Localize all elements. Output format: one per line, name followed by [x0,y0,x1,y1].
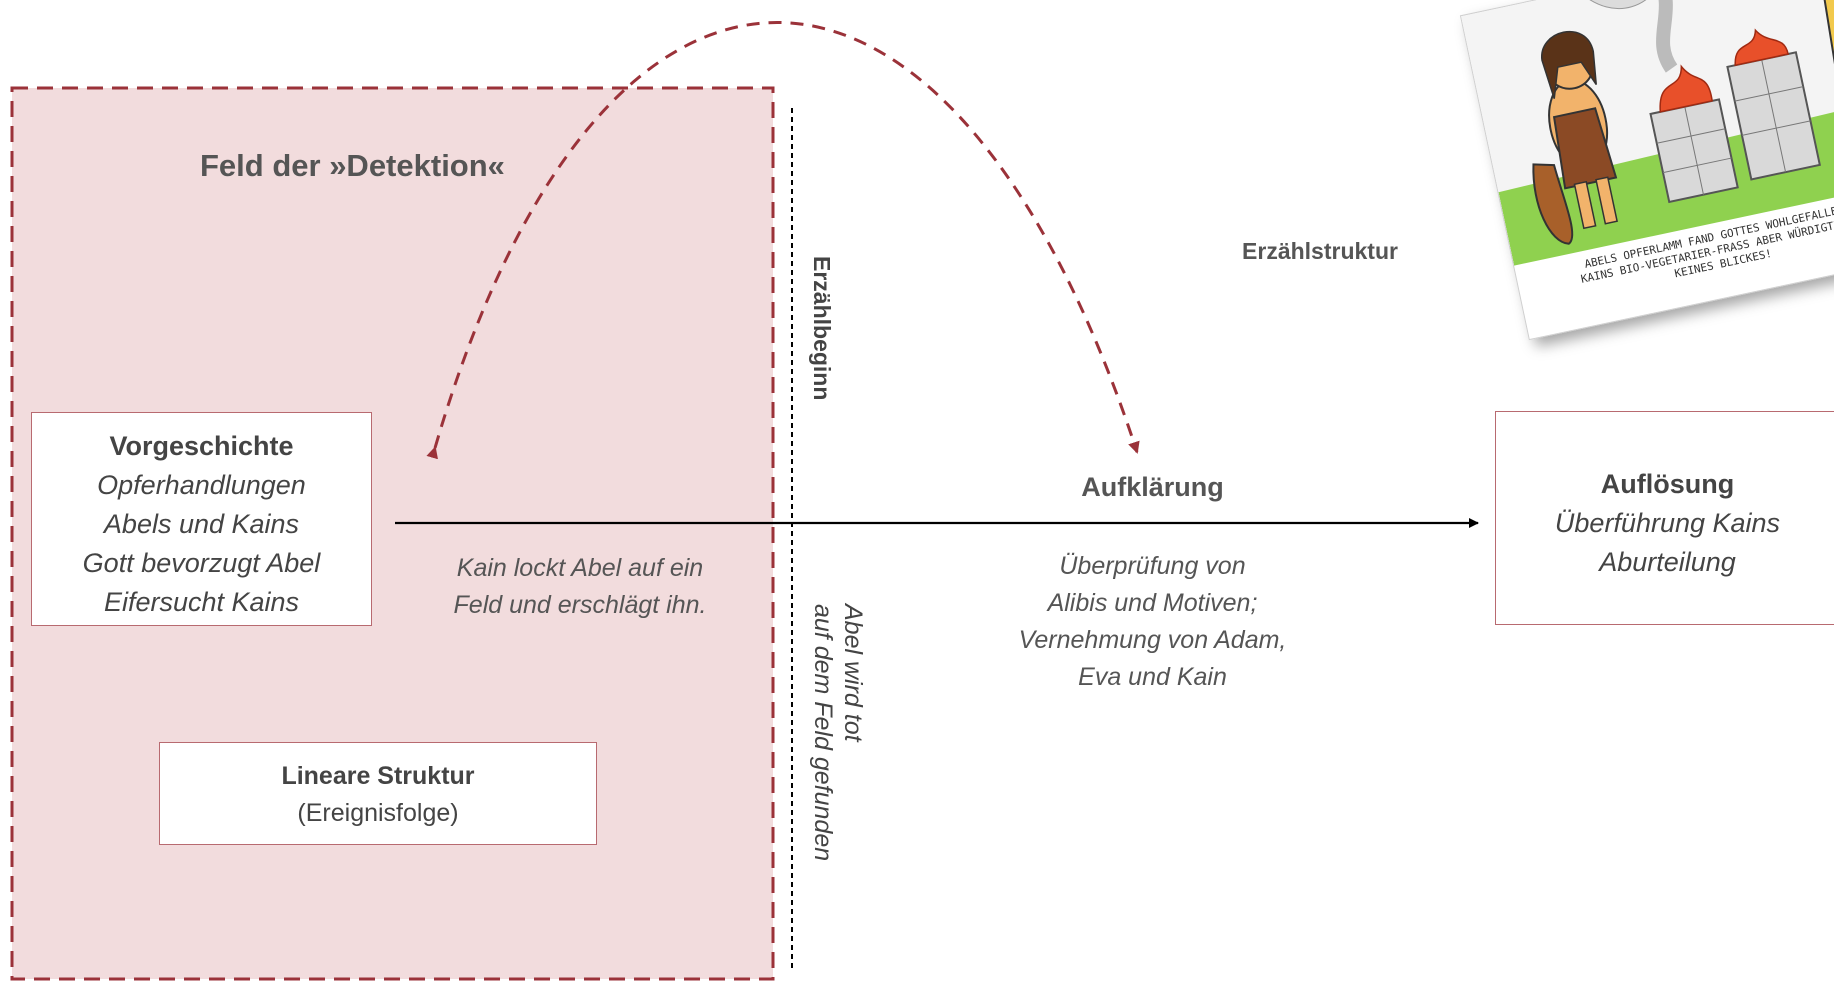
erzaehlstruktur-curve [426,21,1140,460]
vorgeschichte-title: Vorgeschichte [109,431,294,461]
erzaehlstruktur-label: Erzählstruktur [1242,238,1398,264]
event-line: Kain lockt Abel auf ein [456,554,704,582]
vorgeschichte-line: Eifersucht Kains [103,587,300,617]
fund-line: Abel wird tot [839,604,867,742]
aufklaerung-title: Aufklärung [1081,472,1224,502]
event-text: Kain lockt Abel auf ein Feld und erschlä… [430,550,730,624]
cartoon-image: ABELS OPFERLAMM FAND GOTTES WOHLGEFALLEN… [1459,0,1834,341]
aufklaerung-text: Überprüfung von Alibis und Motiven; Vern… [980,548,1325,696]
vorgeschichte-line: Opferhandlungen [97,470,306,500]
aufklaerung-line: Alibis und Motiven; [1047,589,1258,617]
vorgeschichte-line: Abels und Kains [103,509,300,539]
lineare-struktur-subtitle: (Ereignisfolge) [297,799,459,827]
aufklaerung-line: Eva und Kain [1078,663,1227,691]
cartoon-drawing [1461,0,1834,266]
vorgeschichte-box: Vorgeschichte Opferhandlungen Abels und … [31,412,372,626]
aufklaerung-line: Überprüfung von [1059,552,1246,580]
vorgeschichte-line: Gott bevorzugt Abel [82,548,321,578]
aufloesung-line: Aburteilung [1599,547,1736,577]
event-line: Feld und erschlägt ihn. [453,591,707,619]
aufloesung-line: Überführung Kains [1554,508,1781,538]
lineare-struktur-title: Lineare Struktur [281,762,475,790]
aufloesung-box: Auflösung Überführung Kains Aburteilung [1495,411,1834,625]
erzaehlbeginn-label: Erzählbeginn [809,256,835,401]
aufklaerung-line: Vernehmung von Adam, [1018,626,1287,654]
fund-line: auf dem Feld gefunden [809,604,837,862]
aufloesung-title: Auflösung [1600,469,1735,499]
lineare-struktur-box: Lineare Struktur (Ereignisfolge) [159,742,597,845]
field-title: Feld der »Detektion« [200,148,505,183]
fund-text: Abel wird tot auf dem Feld gefunden [808,604,868,861]
